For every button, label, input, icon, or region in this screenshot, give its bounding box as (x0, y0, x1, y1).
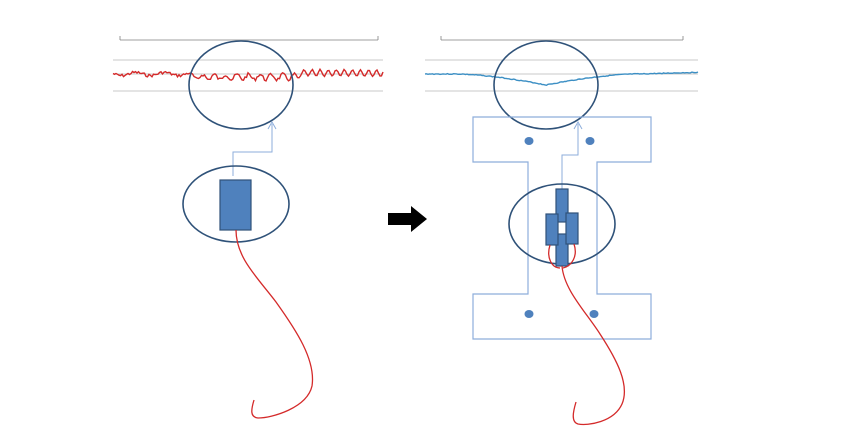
strain-gauge-icon (219, 179, 252, 231)
i-beam-holder-icon (472, 116, 652, 340)
noisy-signal-trace (112, 67, 384, 83)
left-sensor-circle (182, 165, 290, 243)
sensor-clamp-left (545, 213, 559, 246)
right-signal-frame (425, 36, 698, 92)
left-panel (112, 36, 384, 419)
left-connector-line (232, 124, 273, 176)
mount-hole-bottom-right (589, 310, 599, 318)
clean-signal-trace (424, 71, 699, 87)
right-connector-line (561, 124, 579, 190)
mount-hole-top-left (524, 137, 534, 145)
sensor-wire-loop-left (548, 244, 561, 269)
sensor-block-upper (555, 188, 569, 223)
right-cable (561, 265, 626, 426)
right-connector-arrowhead (573, 120, 583, 130)
mount-hole-bottom-left (524, 310, 534, 318)
mount-hole-top-right (585, 137, 595, 145)
sensor-wire-loop-right (562, 243, 576, 269)
right-panel (424, 36, 699, 426)
arrow-right-icon (388, 206, 427, 232)
left-connector-arrowhead (267, 120, 277, 130)
right-signal-zoom-circle (493, 40, 599, 130)
sensor-clamp-right (565, 212, 579, 245)
left-signal-zoom-circle (188, 40, 294, 130)
left-cable (235, 229, 314, 419)
left-signal-frame (113, 36, 383, 92)
